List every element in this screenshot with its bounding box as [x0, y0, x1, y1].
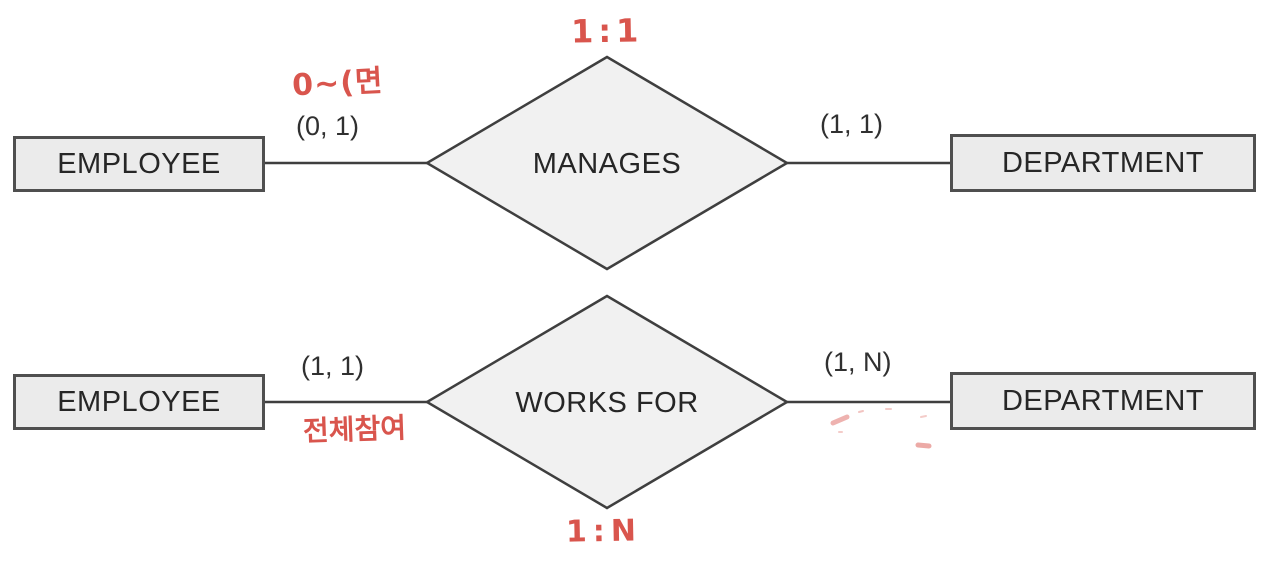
smudge-dash [915, 442, 932, 449]
handwritten-note-total-participation: 전체참여 [302, 411, 407, 448]
cardinality-works-for-right: (1, N) [824, 347, 892, 377]
smudge-dot [920, 415, 927, 418]
entity-employee-manages: EMPLOYEE [13, 136, 265, 192]
entity-department-works-for: DEPARTMENT [950, 372, 1256, 430]
cardinality-manages-right: (1, 1) [820, 109, 884, 139]
smudge-dash [830, 414, 850, 426]
handwritten-note-partial-participation: 0~(면 [291, 63, 385, 104]
works-for-diamond [424, 294, 790, 510]
entity-department-manages: DEPARTMENT [950, 134, 1256, 192]
handwritten-ratio-manages: 1:1 [570, 11, 644, 51]
manages-diamond [424, 55, 790, 271]
relationship-label-works-for: WORKS FOR [515, 387, 699, 419]
cardinality-manages-left: (0, 1) [296, 111, 360, 141]
relationship-label-manages: MANAGES [532, 148, 682, 180]
cardinality-works-for-left: (1, 1) [301, 351, 365, 381]
handwritten-ratio-works-for: 1:N [565, 513, 643, 550]
entity-employee-works-for: EMPLOYEE [13, 374, 265, 430]
smudge-dot [858, 410, 864, 413]
erased-ink-smudges [830, 408, 932, 449]
